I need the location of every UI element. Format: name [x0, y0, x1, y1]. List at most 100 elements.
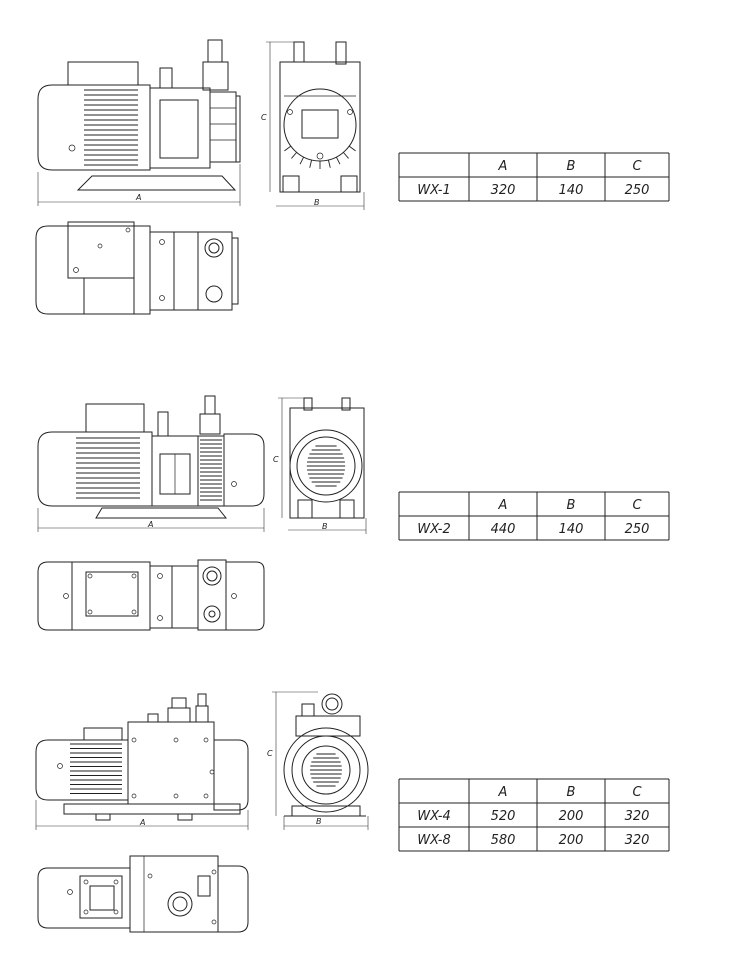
- drawing-stroke: [197, 435, 225, 507]
- drawing-stroke: [316, 152, 324, 160]
- drawing-stroke: [159, 67, 173, 89]
- drawing-stroke: [321, 693, 343, 715]
- drawing-stroke: [343, 152, 349, 159]
- drawing-stroke: [205, 285, 223, 303]
- table-value-cell: 320: [625, 833, 650, 848]
- wx48-dim-c-label: C: [267, 749, 273, 758]
- table-model-cell: WX-1: [417, 183, 451, 198]
- drawing-stroke: [293, 41, 305, 63]
- drawing-stroke: [301, 745, 351, 795]
- drawing-stroke: [287, 109, 293, 115]
- drawing-stroke: [335, 41, 347, 65]
- drawing-stroke: [282, 175, 300, 193]
- drawing-stroke: [63, 803, 241, 815]
- drawing-stroke: [83, 909, 89, 915]
- drawing-stroke: [207, 39, 223, 63]
- drawing-stroke: [97, 243, 103, 249]
- drawing-stroke: [283, 727, 369, 813]
- table-value-cell: 200: [559, 809, 584, 824]
- wx2-side-view: [37, 395, 265, 532]
- drawing-stroke: [235, 95, 241, 163]
- drawing-stroke: [159, 239, 165, 245]
- drawing-stroke: [127, 721, 215, 805]
- drawing-stroke: [125, 227, 131, 233]
- table-value-cell: 200: [559, 833, 584, 848]
- drawing-stroke: [159, 295, 165, 301]
- drawing-stroke: [159, 99, 199, 159]
- drawing-stroke: [85, 571, 139, 617]
- drawing-stroke: [231, 237, 239, 305]
- wx2-front-view: [278, 397, 367, 534]
- table-value-cell: 320: [625, 809, 650, 824]
- drawing-stroke: [204, 395, 216, 415]
- drawing-stroke: [131, 737, 137, 743]
- drawing-stroke: [177, 813, 193, 821]
- drawing-stroke: [309, 159, 313, 168]
- wx48-front-view: [272, 691, 369, 830]
- wx2-fan-grille: [306, 445, 346, 487]
- table-value-cell: 440: [491, 522, 516, 537]
- wx48-dim-b-label: B: [316, 817, 322, 826]
- wx48-side-view: [35, 693, 249, 830]
- drawing-stroke: [203, 793, 209, 799]
- drawing-stroke: [204, 238, 224, 258]
- drawing-stroke: [195, 705, 209, 723]
- drawing-stroke: [284, 145, 292, 152]
- drawing-stroke: [147, 713, 159, 723]
- drawing-stroke: [167, 707, 191, 723]
- wx2-dim-b-label: B: [322, 522, 328, 531]
- table-header-cell: B: [567, 159, 576, 174]
- drawing-stroke: [113, 909, 119, 915]
- drawing-stroke: [73, 267, 79, 273]
- table-header-cell: C: [632, 785, 642, 800]
- drawing-stroke: [203, 605, 221, 623]
- wx1-dim-a-label: A: [135, 193, 141, 202]
- drawing-stroke: [37, 84, 151, 171]
- wx1-front-view: [266, 41, 365, 210]
- table-value-cell: 580: [491, 833, 516, 848]
- drawing-stroke: [301, 703, 315, 717]
- wx2-motor-fins: [76, 437, 140, 499]
- drawing-stroke: [87, 609, 93, 615]
- drawing-stroke: [223, 433, 265, 507]
- drawing-stroke: [157, 615, 163, 621]
- table-header-cell: C: [632, 498, 642, 513]
- drawing-stroke: [131, 793, 137, 799]
- drawing-stroke: [297, 499, 313, 519]
- wx2-dim-a-label: A: [147, 520, 153, 529]
- table-header-cell: B: [567, 785, 576, 800]
- wx1-dim-b-label: B: [314, 198, 320, 207]
- drawing-stroke: [167, 891, 193, 917]
- wx1-dim-c-label: C: [261, 113, 267, 122]
- drawing-stroke: [171, 565, 199, 629]
- wx1-top-view: [35, 221, 239, 315]
- drawing-stroke: [291, 735, 361, 805]
- drawing-stroke: [95, 813, 111, 821]
- drawing-stroke: [37, 431, 153, 507]
- table-value-cell: 520: [491, 809, 516, 824]
- drawing-stroke: [67, 889, 73, 895]
- drawing-stroke: [37, 561, 151, 631]
- table-header-cell: A: [498, 159, 508, 174]
- drawing-stroke: [217, 865, 249, 933]
- table-header-cell: C: [632, 159, 642, 174]
- wx1-side-view: [37, 39, 241, 206]
- drawing-stroke: [348, 145, 356, 152]
- drawing-stroke: [340, 175, 358, 193]
- drawing-stroke: [208, 610, 216, 618]
- drawing-stroke: [35, 225, 151, 315]
- drawing-stroke: [339, 499, 355, 519]
- wx48-dim-a-label: A: [139, 818, 145, 827]
- drawing-stroke: [283, 88, 357, 162]
- drawing-stroke: [213, 739, 249, 811]
- drawing-stroke: [325, 697, 339, 711]
- drawing-stroke: [131, 573, 137, 579]
- wx1-motor-fins: [84, 89, 138, 166]
- drawing-stroke: [291, 805, 361, 817]
- drawing-stroke: [197, 875, 211, 897]
- drawing-stroke: [157, 411, 169, 437]
- table-value-cell: 250: [625, 522, 650, 537]
